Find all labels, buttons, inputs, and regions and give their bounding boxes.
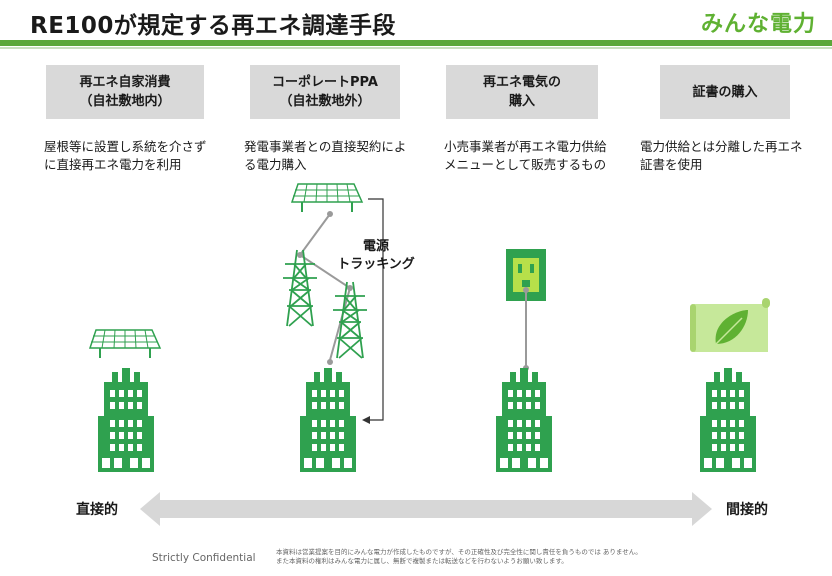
- certificate-icon: [690, 298, 770, 352]
- disclaimer-text: 本資料は営業提案を目的にみんな電力が作成したものですが、その正確性及び完全性に関…: [276, 548, 642, 565]
- power-tower-icon: [332, 281, 368, 359]
- power-tower-icon: [282, 249, 318, 327]
- solar-farm-icon: [291, 183, 363, 213]
- desc-onsite: 屋根等に設置し系統を介さず に直接再エネ電力を利用: [44, 139, 207, 172]
- transmission-line: [297, 211, 353, 365]
- heading-green-power: 再エネ電気の 購入: [446, 65, 598, 119]
- building-icon: [700, 368, 756, 472]
- direct-label: 直接的: [76, 502, 118, 518]
- desc-certificate: 電力供給とは分離した再エネ 証書を使用: [640, 139, 803, 172]
- rooftop-solar-icon: [89, 329, 161, 359]
- heading-certificate: 証書の購入: [660, 65, 790, 119]
- building-icon: [496, 368, 552, 472]
- tracking-arrow: [362, 198, 384, 424]
- brand-logo: みんな電力: [700, 12, 816, 37]
- desc-green-power: 小売事業者が再エネ電力供給 メニューとして販売するもの: [444, 139, 607, 172]
- heading-onsite: 再エネ自家消費 （自社敷地内）: [46, 65, 204, 119]
- building-icon: [300, 368, 356, 472]
- tracking-label: 電源 トラッキング: [337, 239, 415, 272]
- direct-indirect-arrow: [140, 492, 712, 526]
- page-title: RE100が規定する再エネ調達手段: [30, 13, 396, 39]
- heading-ppa: コーポレートPPA （自社敷地外）: [250, 65, 400, 119]
- building-icon: [98, 368, 154, 472]
- confidential-label: Strictly Confidential: [152, 552, 256, 564]
- indirect-label: 間接的: [726, 502, 768, 518]
- desc-ppa: 発電事業者との直接契約によ る電力購入: [244, 139, 407, 172]
- header-rule-thin: [0, 47, 832, 49]
- power-outlet-icon: [506, 249, 546, 371]
- header-rule: [0, 40, 832, 46]
